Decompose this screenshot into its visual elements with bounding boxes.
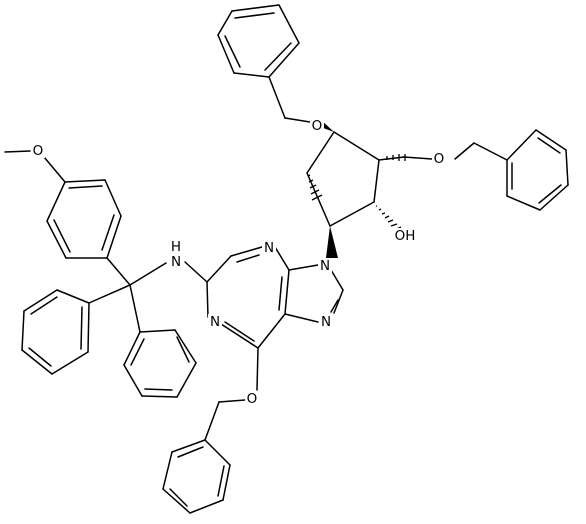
- svg-text:O: O: [247, 391, 258, 407]
- atom-label-o-methoxy: O: [31, 142, 45, 159]
- svg-text:O: O: [33, 143, 44, 159]
- atom-label-o-benzyloxymethyl: O: [432, 151, 446, 167]
- svg-text:O: O: [434, 151, 445, 167]
- atom-label-o-ring-benzyloxy: O: [310, 118, 324, 134]
- atom-label-n-7: N: [319, 314, 333, 330]
- svg-text:H: H: [171, 239, 181, 255]
- stereo-wedges: [315, 118, 338, 258]
- atom-label-n-amine: N: [169, 254, 183, 270]
- atom-label-n-3: N: [262, 240, 276, 256]
- svg-text:N: N: [264, 240, 274, 256]
- atom-label-o-6-benzyloxy: O: [245, 391, 259, 407]
- atom-label-h-amine: H: [169, 239, 183, 255]
- atom-label-n-9: N: [318, 258, 332, 274]
- atom-label-n-1: N: [208, 314, 222, 330]
- stereo-hashes: [307, 154, 406, 231]
- svg-text:N: N: [171, 254, 181, 270]
- bond-lines: [4, 4, 569, 514]
- atom-label-oh-hydroxyl: OH: [393, 228, 417, 244]
- svg-text:OH: OH: [395, 228, 416, 244]
- svg-text:N: N: [210, 314, 220, 330]
- svg-text:N: N: [320, 258, 330, 274]
- atom-labels: O N H N N N N O: [31, 118, 446, 407]
- svg-text:O: O: [312, 118, 323, 134]
- svg-text:N: N: [321, 314, 331, 330]
